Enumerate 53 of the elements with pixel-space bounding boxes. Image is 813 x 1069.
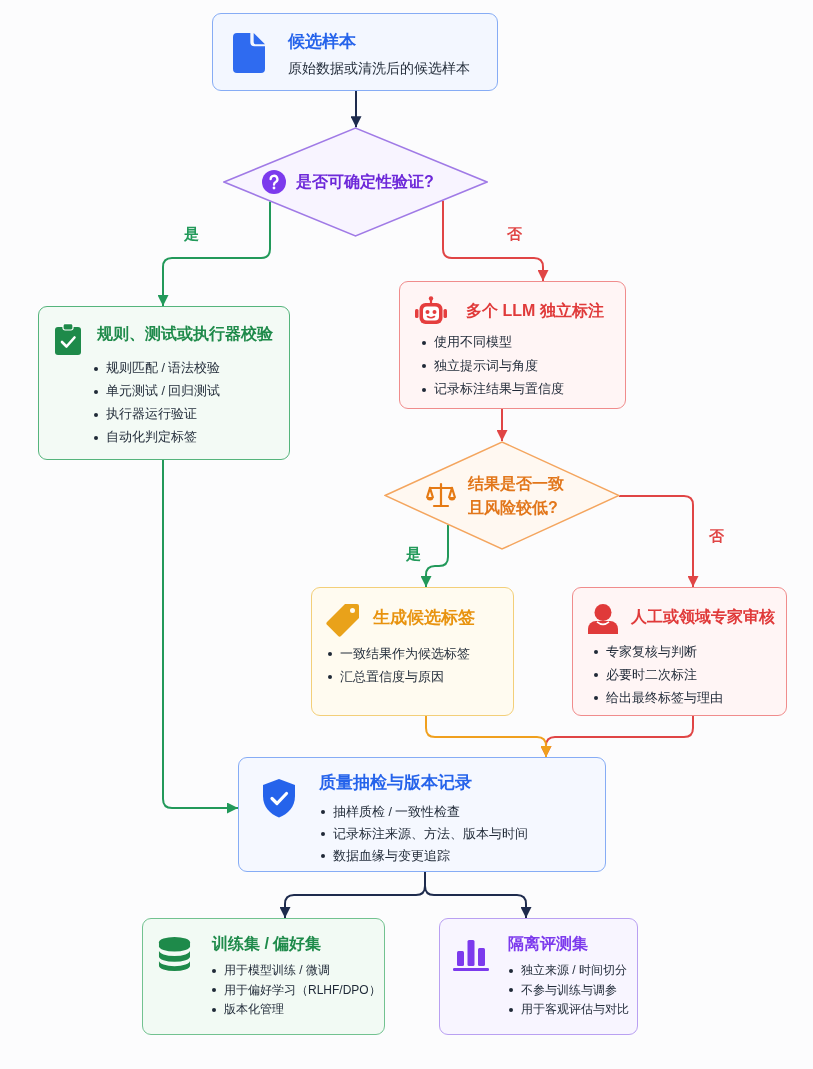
list-item: 用于客观评估与对比 [521, 1001, 629, 1018]
heading: 候选样本 [288, 31, 356, 53]
heading: 人工或领域专家审核 [631, 607, 775, 627]
question-text: 结果是否一致且风险较低? [468, 474, 565, 518]
list-item: 用于偏好学习（RLHF/DPO） [224, 981, 381, 999]
list-item: 自动化判定标签 [106, 429, 197, 446]
heading: 多个 LLM 独立标注 [466, 301, 604, 321]
output-box [142, 918, 385, 1035]
process-box [238, 757, 606, 872]
edge-label: 否 [705, 526, 727, 546]
list-item: 记录标注来源、方法、版本与时间 [333, 826, 528, 843]
arrow [162, 459, 239, 814]
subheading: 原始数据或清洗后的候选样本 [288, 60, 470, 78]
list-item: 执行器运行验证 [106, 406, 197, 423]
list-item: 一致结果作为候选标签 [340, 645, 470, 663]
arrow [350, 90, 362, 129]
edge-label: 是 [402, 544, 424, 564]
heading: 隔离评测集 [508, 934, 588, 954]
input-box [212, 13, 498, 91]
arrow [496, 408, 508, 442]
list-item: 数据血缘与变更追踪 [333, 848, 450, 865]
list-item: 汇总置信度与原因 [340, 668, 444, 686]
edge-label: 是 [180, 224, 202, 244]
arrow [420, 524, 449, 588]
heading: 训练集 / 偏好集 [212, 934, 322, 954]
heading: 规则、测试或执行器校验 [97, 324, 273, 344]
list-item: 用于模型训练 / 微调 [224, 962, 330, 979]
list-item: 记录标注结果与置信度 [434, 381, 564, 398]
arrow [424, 871, 532, 919]
arrow [425, 715, 552, 758]
review-box [572, 587, 787, 716]
list-item: 专家复核与判断 [606, 643, 697, 661]
process-box [38, 306, 290, 460]
question-text: 是否可确定性验证? [296, 172, 435, 192]
heading: 生成候选标签 [373, 607, 475, 629]
process-box [399, 281, 626, 409]
list-item: 给出最终标签与理由 [606, 689, 723, 707]
list-item: 必要时二次标注 [606, 666, 697, 684]
arrow [442, 199, 549, 282]
list-item: 独立来源 / 时间切分 [521, 962, 627, 979]
list-item: 规则匹配 / 语法校验 [106, 360, 221, 377]
list-item: 不参与训练与调参 [521, 981, 617, 999]
edge-label: 否 [503, 224, 525, 244]
arrow [617, 495, 699, 588]
list-item: 版本化管理 [224, 1001, 284, 1018]
list-item: 单元测试 / 回归测试 [106, 383, 221, 400]
arrow [157, 200, 271, 307]
list-item: 抽样质检 / 一致性检查 [333, 804, 461, 821]
list-item: 独立提示词与角度 [434, 357, 538, 375]
heading: 质量抽检与版本记录 [319, 772, 472, 794]
result-box [311, 587, 514, 716]
list-item: 使用不同模型 [434, 334, 512, 351]
output-box [439, 918, 638, 1035]
